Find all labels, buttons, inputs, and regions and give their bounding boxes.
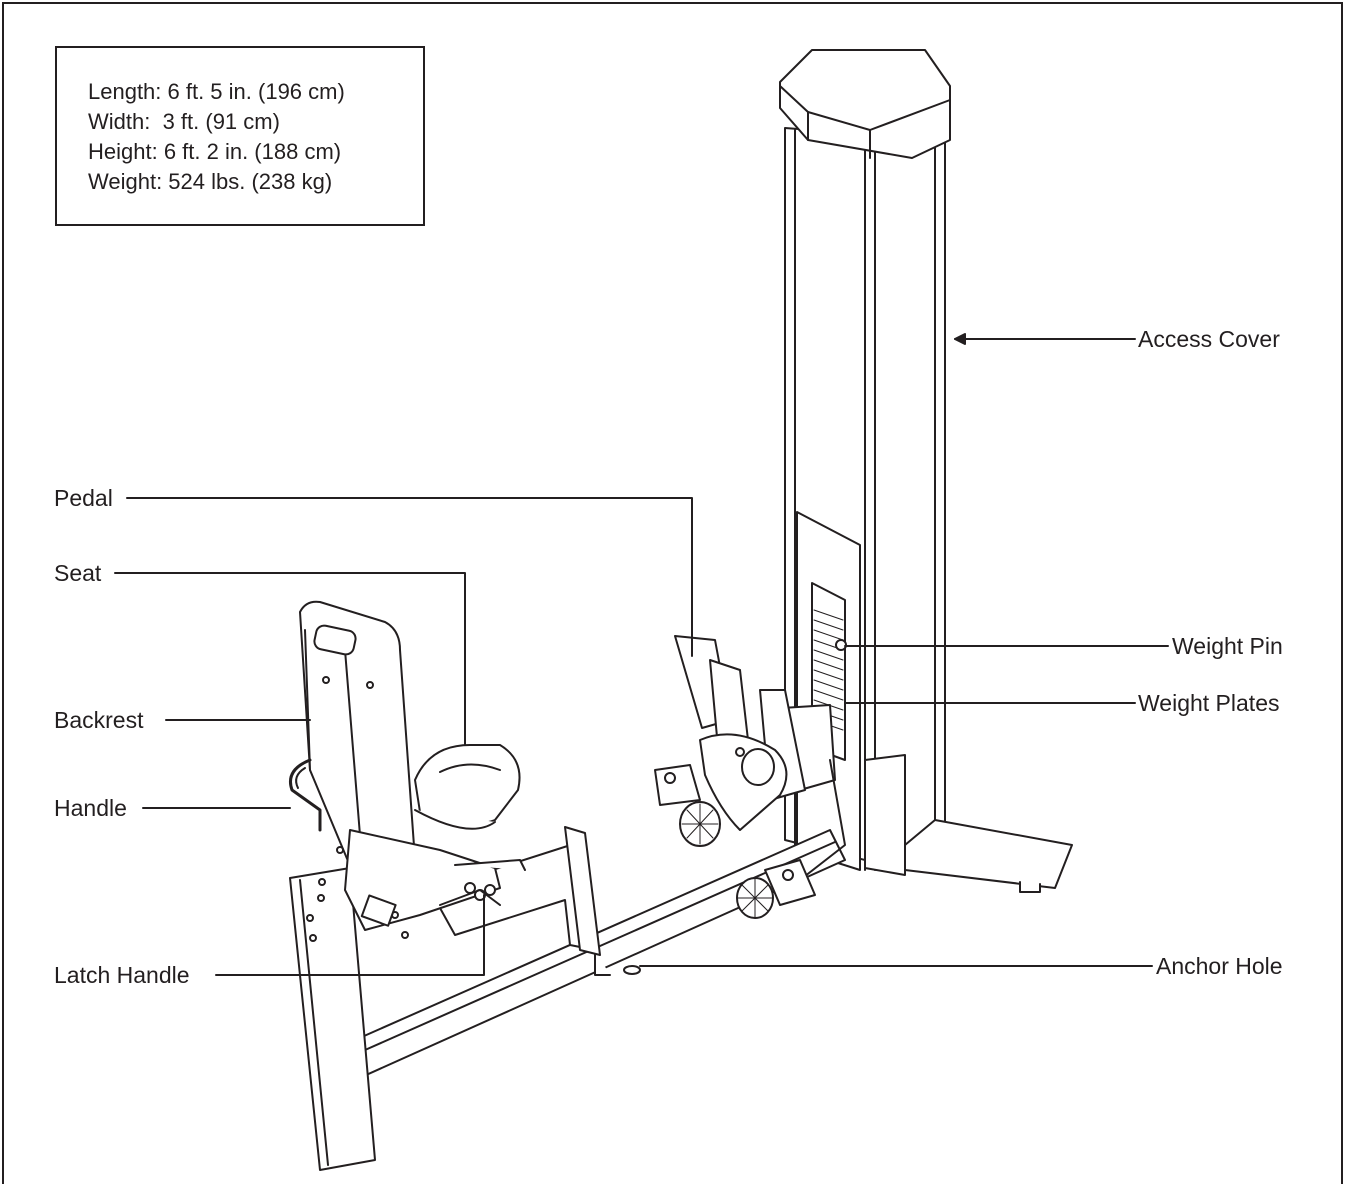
label-backrest: Backrest — [54, 707, 144, 733]
label-weight-pin: Weight Pin — [1172, 633, 1283, 659]
anchor-hole-mark — [623, 965, 641, 975]
seat-cushion — [414, 744, 521, 830]
pedal-assembly — [654, 635, 846, 919]
label-seat: Seat — [54, 560, 102, 586]
tower-foot — [904, 819, 1073, 893]
spec-weight: Weight: 524 lbs. (238 kg) — [88, 169, 333, 194]
label-weight-plates: Weight Plates — [1138, 690, 1280, 716]
spec-length: Length: 6 ft. 5 in. (196 cm) — [88, 79, 345, 104]
label-anchor-hole: Anchor Hole — [1156, 953, 1283, 979]
spec-height: Height: 6 ft. 2 in. (188 cm) — [88, 139, 342, 164]
seat-support-arm — [429, 826, 601, 956]
pedal-leader — [126, 497, 693, 657]
weight-pin-knob — [835, 639, 847, 651]
label-access-cover: Access Cover — [1138, 326, 1280, 352]
seat-base — [344, 829, 526, 939]
tower-cap — [779, 49, 951, 159]
label-handle: Handle — [54, 795, 127, 821]
weight-stack — [796, 511, 861, 871]
access-cover-arrowhead — [954, 333, 966, 345]
seat-leader — [114, 572, 466, 746]
specifications-box: Length: 6 ft. 5 in. (196 cm) Width: 3 ft… — [55, 46, 425, 226]
leader-lines — [114, 333, 1169, 976]
label-pedal: Pedal — [54, 485, 113, 511]
latch-handle-leader — [215, 894, 485, 976]
spec-width: Width: 3 ft. (91 cm) — [88, 109, 280, 134]
handle-bar — [289, 758, 322, 832]
label-latch-handle: Latch Handle — [54, 962, 190, 988]
